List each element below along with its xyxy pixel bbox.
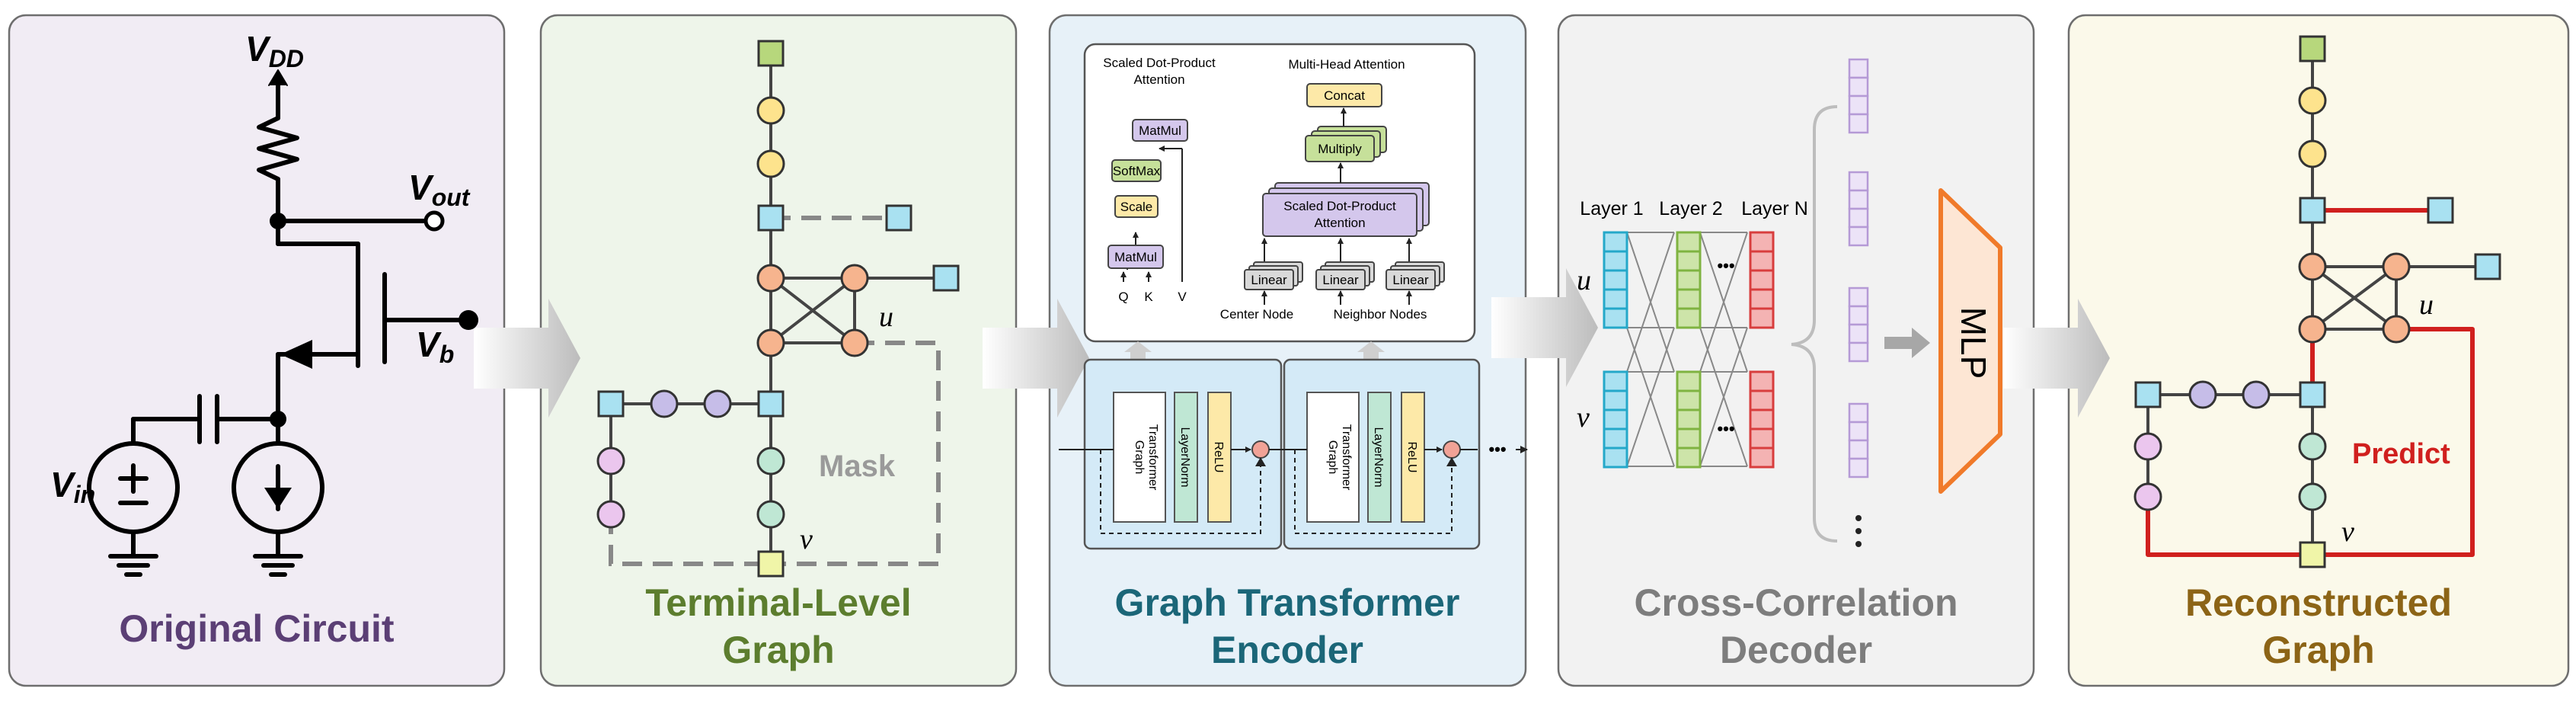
- layer-2-label: Layer 2: [1659, 198, 1722, 219]
- vout-junction: [270, 213, 286, 229]
- layer-1-label: Layer 1: [1580, 198, 1643, 219]
- vout-sub-label: out: [432, 184, 471, 211]
- sdpa-softmax: [1111, 159, 1162, 182]
- mha-sdpa-label-line1: Scaled Dot-Product: [1283, 199, 1396, 213]
- decoder-connections: [1626, 232, 1748, 467]
- mha-sdpa-label-line2: Attention: [1314, 216, 1365, 230]
- vb-sub-label: b: [439, 341, 455, 368]
- flow-arrow-4: [2003, 299, 2110, 418]
- svg-text:VDD: VDD: [245, 29, 304, 72]
- feature-column-layer2-u: [1676, 231, 1702, 329]
- flow-arrow-1: [474, 299, 580, 418]
- linear-center-label: Linear: [1251, 273, 1287, 287]
- panel-4-title-line1: Cross-Correlation: [1634, 581, 1958, 624]
- decoder-u-label: u: [1577, 264, 1591, 296]
- vdd-sub-label: DD: [269, 45, 304, 72]
- mha-multiply-stack: [1305, 126, 1387, 162]
- gt-1-label-line2: Transformer: [1146, 424, 1159, 491]
- vin-sub-label: in: [74, 481, 95, 508]
- flow-arrow-2: [983, 299, 1089, 418]
- layer-n-label: Layer N: [1741, 198, 1808, 219]
- vout-terminal: [423, 210, 445, 232]
- gt-2-label-line2: Transformer: [1340, 424, 1353, 491]
- vdd-label: V: [245, 29, 271, 69]
- vb-label: V: [416, 325, 442, 364]
- linear-stack-center: [1244, 261, 1303, 290]
- panel-3-title-line2: Encoder: [1211, 629, 1363, 671]
- mask-label: Mask: [819, 450, 896, 483]
- source-junction: [270, 411, 286, 427]
- sdpa-scale: [1114, 195, 1159, 218]
- to-mlp-arrow: [1884, 328, 1930, 358]
- sdpa-matmul-bottom: [1107, 245, 1164, 269]
- decoder-v-label: v: [1577, 402, 1590, 434]
- graph-v-label: v: [800, 523, 813, 555]
- sdpa-matmul-top: [1132, 119, 1188, 142]
- decoder-dots-top: •••: [1717, 256, 1734, 275]
- panel-2-title-line2: Graph: [722, 629, 834, 671]
- svg-text:Vb: Vb: [416, 325, 454, 368]
- feature-column-layern-u: [1749, 231, 1775, 329]
- k-label: K: [1144, 290, 1153, 304]
- sdpa-softmax-label: SoftMax: [1113, 164, 1161, 178]
- panel-2-title-line1: Terminal-Level: [645, 581, 911, 624]
- terminal-graph: [596, 40, 960, 578]
- neighbor-nodes-label: Neighbor Nodes: [1334, 307, 1427, 322]
- gt-1-label-line1: Graph: [1133, 440, 1146, 474]
- mlp-block: [1938, 188, 2002, 494]
- gt-2-label-line1: Graph: [1326, 440, 1339, 474]
- flow-arrow-3: [1491, 268, 1598, 387]
- encoder-continue-dots: •••: [1488, 440, 1506, 459]
- center-node-label: Center Node: [1220, 307, 1293, 322]
- panel-1-title: Original Circuit: [119, 607, 395, 650]
- svg-text:Vout: Vout: [408, 168, 471, 211]
- predict-label: Predict: [2352, 438, 2450, 470]
- mha-concat: [1306, 83, 1382, 107]
- feature-column-layer2-v: [1676, 370, 1702, 469]
- mha-multiply-label: Multiply: [1318, 142, 1362, 156]
- correlation-vectors: [1848, 58, 1869, 479]
- vin-label: V: [50, 465, 76, 504]
- svg-text:Vin: Vin: [50, 465, 95, 508]
- mha-sdpa-stack: [1262, 182, 1430, 237]
- feature-column-layer1-u: [1603, 231, 1628, 329]
- linear-neighbor-1-label: Linear: [1322, 273, 1359, 287]
- v-input-label: V: [1178, 290, 1187, 304]
- feature-column-layern-v: [1749, 370, 1775, 469]
- sdpa-title-line1: Scaled Dot-Product: [1103, 56, 1216, 70]
- panel-4-title-line2: Decoder: [1720, 629, 1872, 671]
- vector-continue-dots: [1855, 515, 1862, 547]
- sdpa-matmul-bottom-label: MatMul: [1114, 250, 1157, 264]
- q-label: Q: [1118, 290, 1128, 304]
- feature-column-layer1-v: [1603, 370, 1628, 469]
- mha-title: Multi-Head Attention: [1288, 57, 1405, 72]
- vb-terminal: [459, 310, 478, 330]
- mlp-label: MLP: [1954, 307, 1993, 379]
- linear-stack-neighbor-1: [1315, 261, 1375, 290]
- panel-5-title-line1: Reconstructed: [2185, 581, 2452, 624]
- recon-u-label: u: [2419, 289, 2434, 321]
- graph-u-label: u: [879, 301, 893, 333]
- panel-3-title-line1: Graph Transformer: [1115, 581, 1460, 624]
- sdpa-title-line2: Attention: [1133, 72, 1184, 87]
- concat-brace: [1791, 105, 1838, 543]
- decoder-dots-bottom: •••: [1717, 419, 1734, 438]
- circuit-schematic: [87, 69, 471, 577]
- panel-5-title-line2: Graph: [2262, 629, 2374, 671]
- current-arrow-icon: [264, 488, 292, 509]
- linear-stack-neighbor-2: [1385, 261, 1445, 290]
- recon-v-label: v: [2341, 516, 2354, 548]
- sdpa-scale-label: Scale: [1120, 200, 1153, 214]
- relu-1-label: ReLU: [1212, 442, 1225, 473]
- linear-neighbor-2-label: Linear: [1392, 273, 1429, 287]
- sdpa-matmul-top-label: MatMul: [1139, 123, 1181, 138]
- relu-2-label: ReLU: [1405, 442, 1418, 473]
- layernorm-2-label: LayerNorm: [1372, 427, 1385, 487]
- mha-concat-label: Concat: [1324, 88, 1365, 103]
- layernorm-1-label: LayerNorm: [1178, 427, 1191, 487]
- reconstructed-graph: [2133, 35, 2501, 568]
- pmos-arrow-icon: [280, 340, 312, 369]
- vout-label: V: [408, 168, 434, 207]
